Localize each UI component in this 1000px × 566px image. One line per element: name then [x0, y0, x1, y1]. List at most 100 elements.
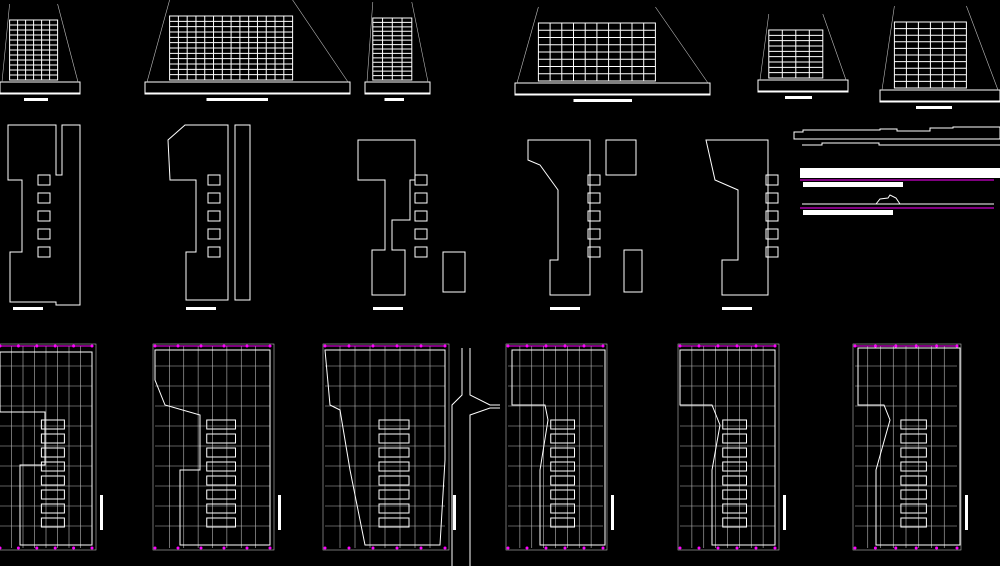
plan-unit: [900, 503, 927, 514]
plan-title-bar: [965, 495, 968, 530]
plan-border: [852, 343, 962, 551]
plan-unit: [378, 517, 410, 528]
dimension-point: [419, 546, 423, 550]
plan-outline: [154, 349, 271, 546]
plan-title-bar: [373, 307, 403, 310]
elevation-5: [757, 13, 849, 99]
dimension-point: [506, 546, 510, 550]
large-plan-2: [152, 343, 281, 551]
plan-unit: [40, 461, 65, 472]
elevation-2: [144, 0, 351, 101]
plan-unit: [722, 461, 747, 472]
sightline: [516, 6, 539, 84]
plan-room: [587, 228, 601, 240]
sightline: [411, 1, 429, 83]
plan-unit: [206, 475, 236, 486]
plan-room: [207, 174, 221, 186]
plan-unit: [900, 489, 927, 500]
plan-unit: [722, 517, 747, 528]
plan-title-bar: [783, 495, 786, 530]
dimension-point: [323, 546, 327, 550]
dimension-point: [935, 546, 939, 550]
plan-room: [765, 246, 779, 258]
dimension-point: [563, 546, 567, 550]
plan-unit: [378, 475, 410, 486]
elevation-title-bar: [785, 96, 812, 99]
dimension-point: [544, 546, 548, 550]
large-plan-3: [322, 343, 456, 551]
plan-title-bar: [278, 495, 281, 530]
elevation-base: [144, 81, 351, 95]
elevations-row: [0, 0, 1000, 109]
section-roofline: [802, 142, 1000, 146]
dimension-point: [853, 546, 857, 550]
dimension-point: [268, 546, 272, 550]
dimension-point: [90, 546, 94, 550]
dimension-point: [955, 546, 959, 550]
dimension-point: [601, 546, 605, 550]
sightline: [1, 3, 10, 83]
plan-unit: [40, 419, 65, 430]
plan-room: [207, 210, 221, 222]
plan-border: [152, 343, 275, 551]
plan-unit: [378, 503, 410, 514]
dimension-point: [35, 546, 39, 550]
elevation-1: [0, 3, 81, 101]
plan-room: [37, 192, 51, 204]
plan-room: [765, 192, 779, 204]
plan-border: [322, 343, 450, 551]
dimension-point: [873, 546, 877, 550]
small-plan-3: [357, 139, 466, 310]
plan-room: [207, 192, 221, 204]
plan-outline: [324, 349, 446, 546]
plan-room: [587, 174, 601, 186]
plan-unit: [722, 475, 747, 486]
dimension-point: [153, 546, 157, 550]
plan-room: [207, 246, 221, 258]
small-plan-5: [705, 139, 779, 310]
plan-room: [765, 174, 779, 186]
plan-unit: [550, 433, 575, 444]
sightline: [759, 13, 770, 81]
plan-room: [587, 192, 601, 204]
elevation-3: [364, 1, 431, 101]
plan-room: [587, 246, 601, 258]
plan-title-bar: [186, 307, 216, 310]
elevation-base: [0, 81, 81, 95]
plan-outline: [679, 349, 776, 546]
dimension-point: [395, 546, 399, 550]
plan-unit: [550, 461, 575, 472]
plan-border: [0, 343, 97, 551]
plan-border: [677, 343, 780, 551]
plan-room: [587, 210, 601, 222]
sightline: [966, 5, 999, 91]
dimension-point: [735, 546, 739, 550]
large-plans-row: [0, 343, 968, 551]
plan-unit: [206, 461, 236, 472]
elevation-base: [757, 79, 849, 93]
plan-unit: [550, 517, 575, 528]
plan-room: [414, 192, 428, 204]
section-label-bar-2: [803, 210, 893, 215]
plan-outline: [7, 124, 81, 306]
plan-unit: [40, 475, 65, 486]
dimension-point: [716, 546, 720, 550]
plan-unit: [550, 489, 575, 500]
plan-title-bar: [550, 307, 580, 310]
sightline: [292, 0, 349, 83]
dimension-point: [773, 546, 777, 550]
dimension-point: [245, 546, 249, 550]
plan-unit: [900, 461, 927, 472]
small-plans-row: [7, 124, 779, 310]
dimension-point: [914, 546, 918, 550]
dimension-point: [72, 546, 76, 550]
plan-unit: [722, 489, 747, 500]
elevation-title-bar: [573, 99, 632, 102]
plan-outline: [527, 139, 643, 296]
plan-room: [765, 210, 779, 222]
small-plan-2: [167, 124, 251, 310]
plan-outline: [0, 351, 93, 546]
plan-unit: [900, 517, 927, 528]
plan-unit: [550, 447, 575, 458]
